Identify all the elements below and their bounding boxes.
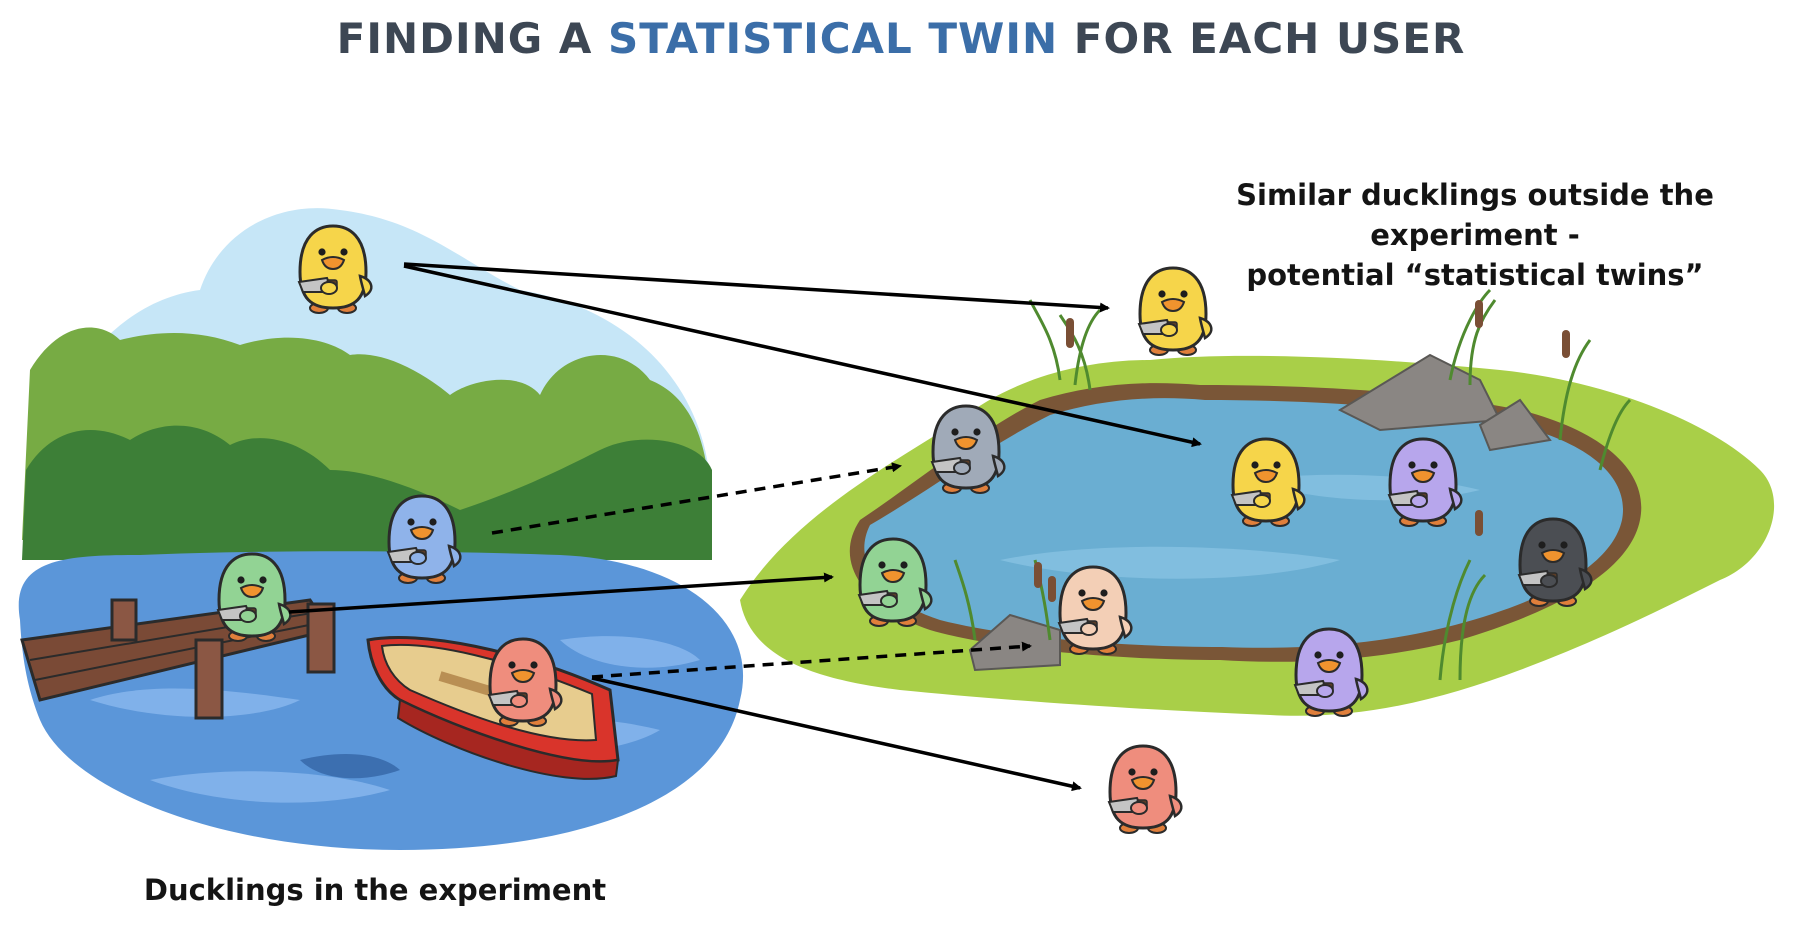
arrow-yellow-to-pond xyxy=(403,264,1202,448)
arrows xyxy=(288,262,1202,792)
arrow-red-to-red xyxy=(591,676,1082,792)
title-highlight: STATISTICAL TWIN xyxy=(608,14,1059,63)
arrow-red-to-peach xyxy=(591,641,1032,679)
page-title: FINDING A STATISTICAL TWIN FOR EACH USER xyxy=(0,14,1802,63)
red-duck-twin xyxy=(1107,744,1183,835)
caption-outside-line1: Similar ducklings outside the experiment… xyxy=(1236,178,1714,252)
caption-outside-experiment: Similar ducklings outside the experiment… xyxy=(1150,175,1800,295)
arrow-green-to-green xyxy=(288,572,834,614)
arrow-yellow-to-grass xyxy=(403,262,1110,313)
title-part1: FINDING A xyxy=(336,14,609,63)
experiment-scene xyxy=(18,208,744,850)
caption-experiment: Ducklings in the experiment xyxy=(143,873,607,907)
arrow-blue-to-grey xyxy=(491,462,902,535)
title-part2: FOR EACH USER xyxy=(1058,14,1466,63)
caption-outside-line2: potential “statistical twins” xyxy=(1246,258,1704,292)
